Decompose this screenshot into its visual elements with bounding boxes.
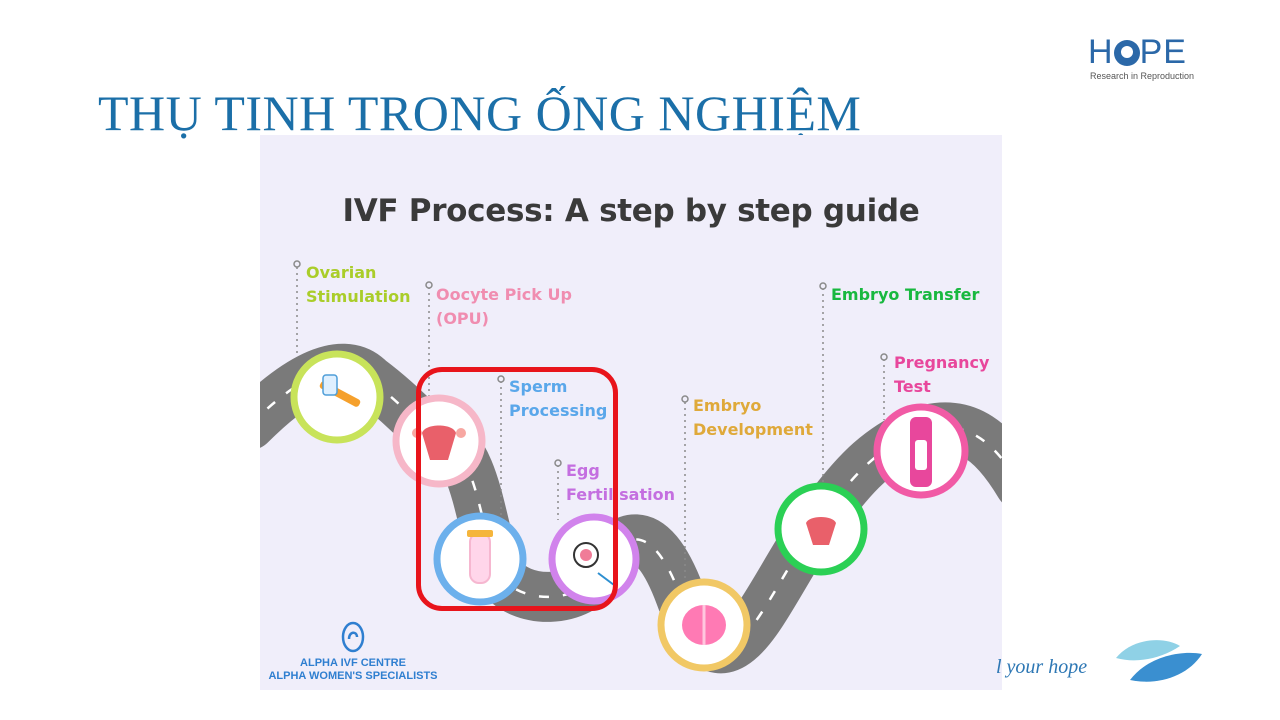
step-circle-ovarian-stimulation (290, 350, 384, 444)
step-circle-embryo-transfer (774, 482, 868, 576)
step-circle-embryo-development (657, 578, 751, 672)
alpha-logo-icon (341, 621, 365, 653)
highlight-box (416, 367, 618, 611)
step-circle-sperm-processing (433, 512, 527, 606)
step-label-pregnancy-test: Pregnancy Test (894, 353, 990, 396)
infographic-title: IVF Process: A step by step guide (342, 193, 920, 229)
brand-line-1: ALPHA IVF CENTRE (300, 657, 406, 669)
leaves-icon (1116, 640, 1202, 682)
step-label-embryo-development: Embryo Development (693, 396, 813, 439)
step-label-sperm-processing: Sperm Processing (509, 377, 608, 420)
step-circle-pregnancy-test (873, 403, 969, 499)
ivf-infographic: IVF Process: A step by step guide Ovaria… (260, 135, 1002, 690)
alpha-ivf-brand: ALPHA IVF CENTRE ALPHA WOMEN'S SPECIALIS… (260, 621, 446, 683)
step-label-oocyte-pick-up: Oocyte Pick Up (OPU) (436, 285, 572, 328)
brand-line-2: ALPHA WOMEN'S SPECIALISTS (268, 670, 438, 682)
step-label-ovarian-stimulation: Ovarian Stimulation (306, 263, 411, 306)
slide-title: THỤ TINH TRONG ỐNG NGHIỆM (98, 85, 862, 141)
step-label-egg-fertilisation: Egg Fertilisation (566, 461, 675, 504)
step-label-embryo-transfer: Embryo Transfer (831, 285, 980, 304)
logo-subtitle: Research in Reproduction (1090, 71, 1195, 81)
road-path (260, 260, 1002, 674)
tagline: l your hope (996, 656, 1088, 678)
